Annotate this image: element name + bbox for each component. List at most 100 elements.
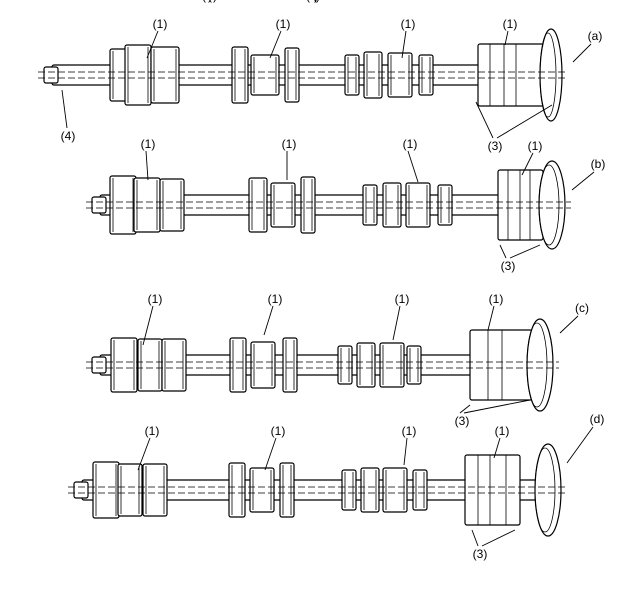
label-shaft: (2) — [313, 0, 414, 3]
label-variant: (c) — [575, 301, 589, 315]
cam-lobe — [406, 345, 422, 385]
label-lobe: (1) — [403, 137, 418, 151]
label-lobe: (1) — [401, 17, 416, 31]
label-lobe: (1) — [153, 17, 168, 31]
leader-line — [401, 30, 407, 59]
cam-lobe — [137, 338, 163, 392]
label-end: (4) — [61, 129, 76, 143]
label-lobe: (1) — [268, 292, 283, 306]
cam-lobe — [110, 337, 138, 393]
leader-line — [521, 152, 534, 176]
leader-line — [137, 437, 151, 471]
label-lobe: (1) — [271, 424, 286, 438]
cam-lobe — [382, 467, 408, 513]
sprocket-body — [477, 43, 549, 107]
leader-line — [146, 30, 159, 59]
leader-line — [407, 150, 419, 183]
label-lobe: (1) — [489, 292, 504, 306]
cam-lobe — [249, 467, 275, 513]
cam-lobe — [159, 178, 185, 232]
label-variant: (d) — [590, 412, 605, 426]
leader-line — [264, 437, 277, 471]
cam-lobe — [344, 54, 360, 96]
cam-lobe — [356, 342, 376, 388]
cam-lobe — [250, 341, 276, 389]
cam-lobe — [337, 345, 353, 385]
leader-line — [392, 305, 401, 341]
label-sprocket: (3) — [473, 547, 488, 561]
label-lobe: (1) — [141, 137, 156, 151]
label-lobe: (1) — [495, 424, 510, 438]
label-variant: (a) — [588, 29, 603, 43]
label-lobe: (1) — [282, 137, 297, 151]
shaft-nose — [91, 196, 107, 214]
camshaft-c: (1) (1) (1) (1) (2) (3) (c) — [86, 0, 589, 428]
flange-rim — [539, 32, 557, 118]
cam-lobe — [437, 184, 453, 226]
cam-lobe — [229, 337, 247, 393]
label-lobe: (1) — [395, 292, 410, 306]
label-shaft: (2) — [306, 0, 562, 3]
cam-lobe — [379, 342, 405, 388]
leader-line — [471, 529, 479, 547]
cam-lobe — [124, 44, 152, 106]
cam-lobe — [300, 176, 316, 234]
cam-lobe — [161, 338, 187, 392]
leader-line — [496, 104, 553, 139]
label-lobe: (1) — [503, 17, 518, 31]
camshaft-b: (1) (1) (1) (1) (2) (3) (b) — [86, 0, 606, 273]
cam-lobe — [92, 461, 120, 519]
shaft-nose — [43, 66, 59, 84]
flange-rim — [526, 322, 548, 408]
flange — [539, 28, 563, 122]
leader-line — [142, 305, 154, 346]
label-variant: (b) — [591, 157, 606, 171]
cam-lobe — [405, 182, 431, 228]
flange-rim — [538, 164, 560, 246]
camshaft-d: (1) (1) (1) (1) (2) (3) (d) — [68, 0, 605, 561]
label-lobe: (1) — [276, 17, 291, 31]
leader-line — [504, 30, 509, 46]
leader-line — [475, 101, 494, 139]
leader-line — [571, 171, 595, 191]
leader-line — [403, 437, 408, 466]
cam-lobe — [279, 462, 295, 518]
leader-line — [481, 529, 516, 547]
leader-line — [145, 150, 149, 181]
cam-lobe — [412, 469, 428, 511]
label-sprocket: (3) — [501, 259, 516, 273]
label-lobe: (1) — [402, 424, 417, 438]
sprocket-body — [469, 329, 533, 401]
label-sprocket: (3) — [488, 139, 503, 153]
cam-lobe — [282, 337, 298, 393]
shaft-nose — [73, 481, 89, 499]
cam-lobe — [142, 463, 168, 517]
leader-line — [263, 305, 274, 336]
label-lobe: (1) — [148, 292, 163, 306]
sprocket-body — [464, 454, 521, 526]
leader-line — [509, 244, 541, 259]
leader-line — [493, 437, 501, 459]
leader-line — [459, 404, 471, 414]
cam-lobe — [250, 54, 280, 96]
cam-lobe — [248, 177, 268, 233]
shaft-nose — [91, 356, 107, 374]
label-lobe: (1) — [528, 139, 543, 153]
leader-line — [499, 244, 507, 259]
cam-lobe — [150, 46, 180, 104]
cam-lobe — [382, 182, 402, 228]
cam-lobe — [228, 462, 246, 518]
flange-rim — [534, 447, 556, 533]
cam-lobe — [341, 469, 357, 511]
leader-line — [566, 426, 594, 464]
cam-lobe — [117, 463, 143, 517]
leader-line — [559, 315, 579, 334]
leader-line — [269, 30, 282, 59]
cam-lobe — [133, 177, 161, 233]
cam-lobe — [360, 467, 380, 513]
cam-lobe — [362, 184, 378, 226]
cam-lobe — [109, 175, 137, 235]
camshaft-a: (1) (1) (1) (1) (2) (3) (a) (4) — [38, 0, 603, 153]
leader-line — [463, 399, 531, 414]
